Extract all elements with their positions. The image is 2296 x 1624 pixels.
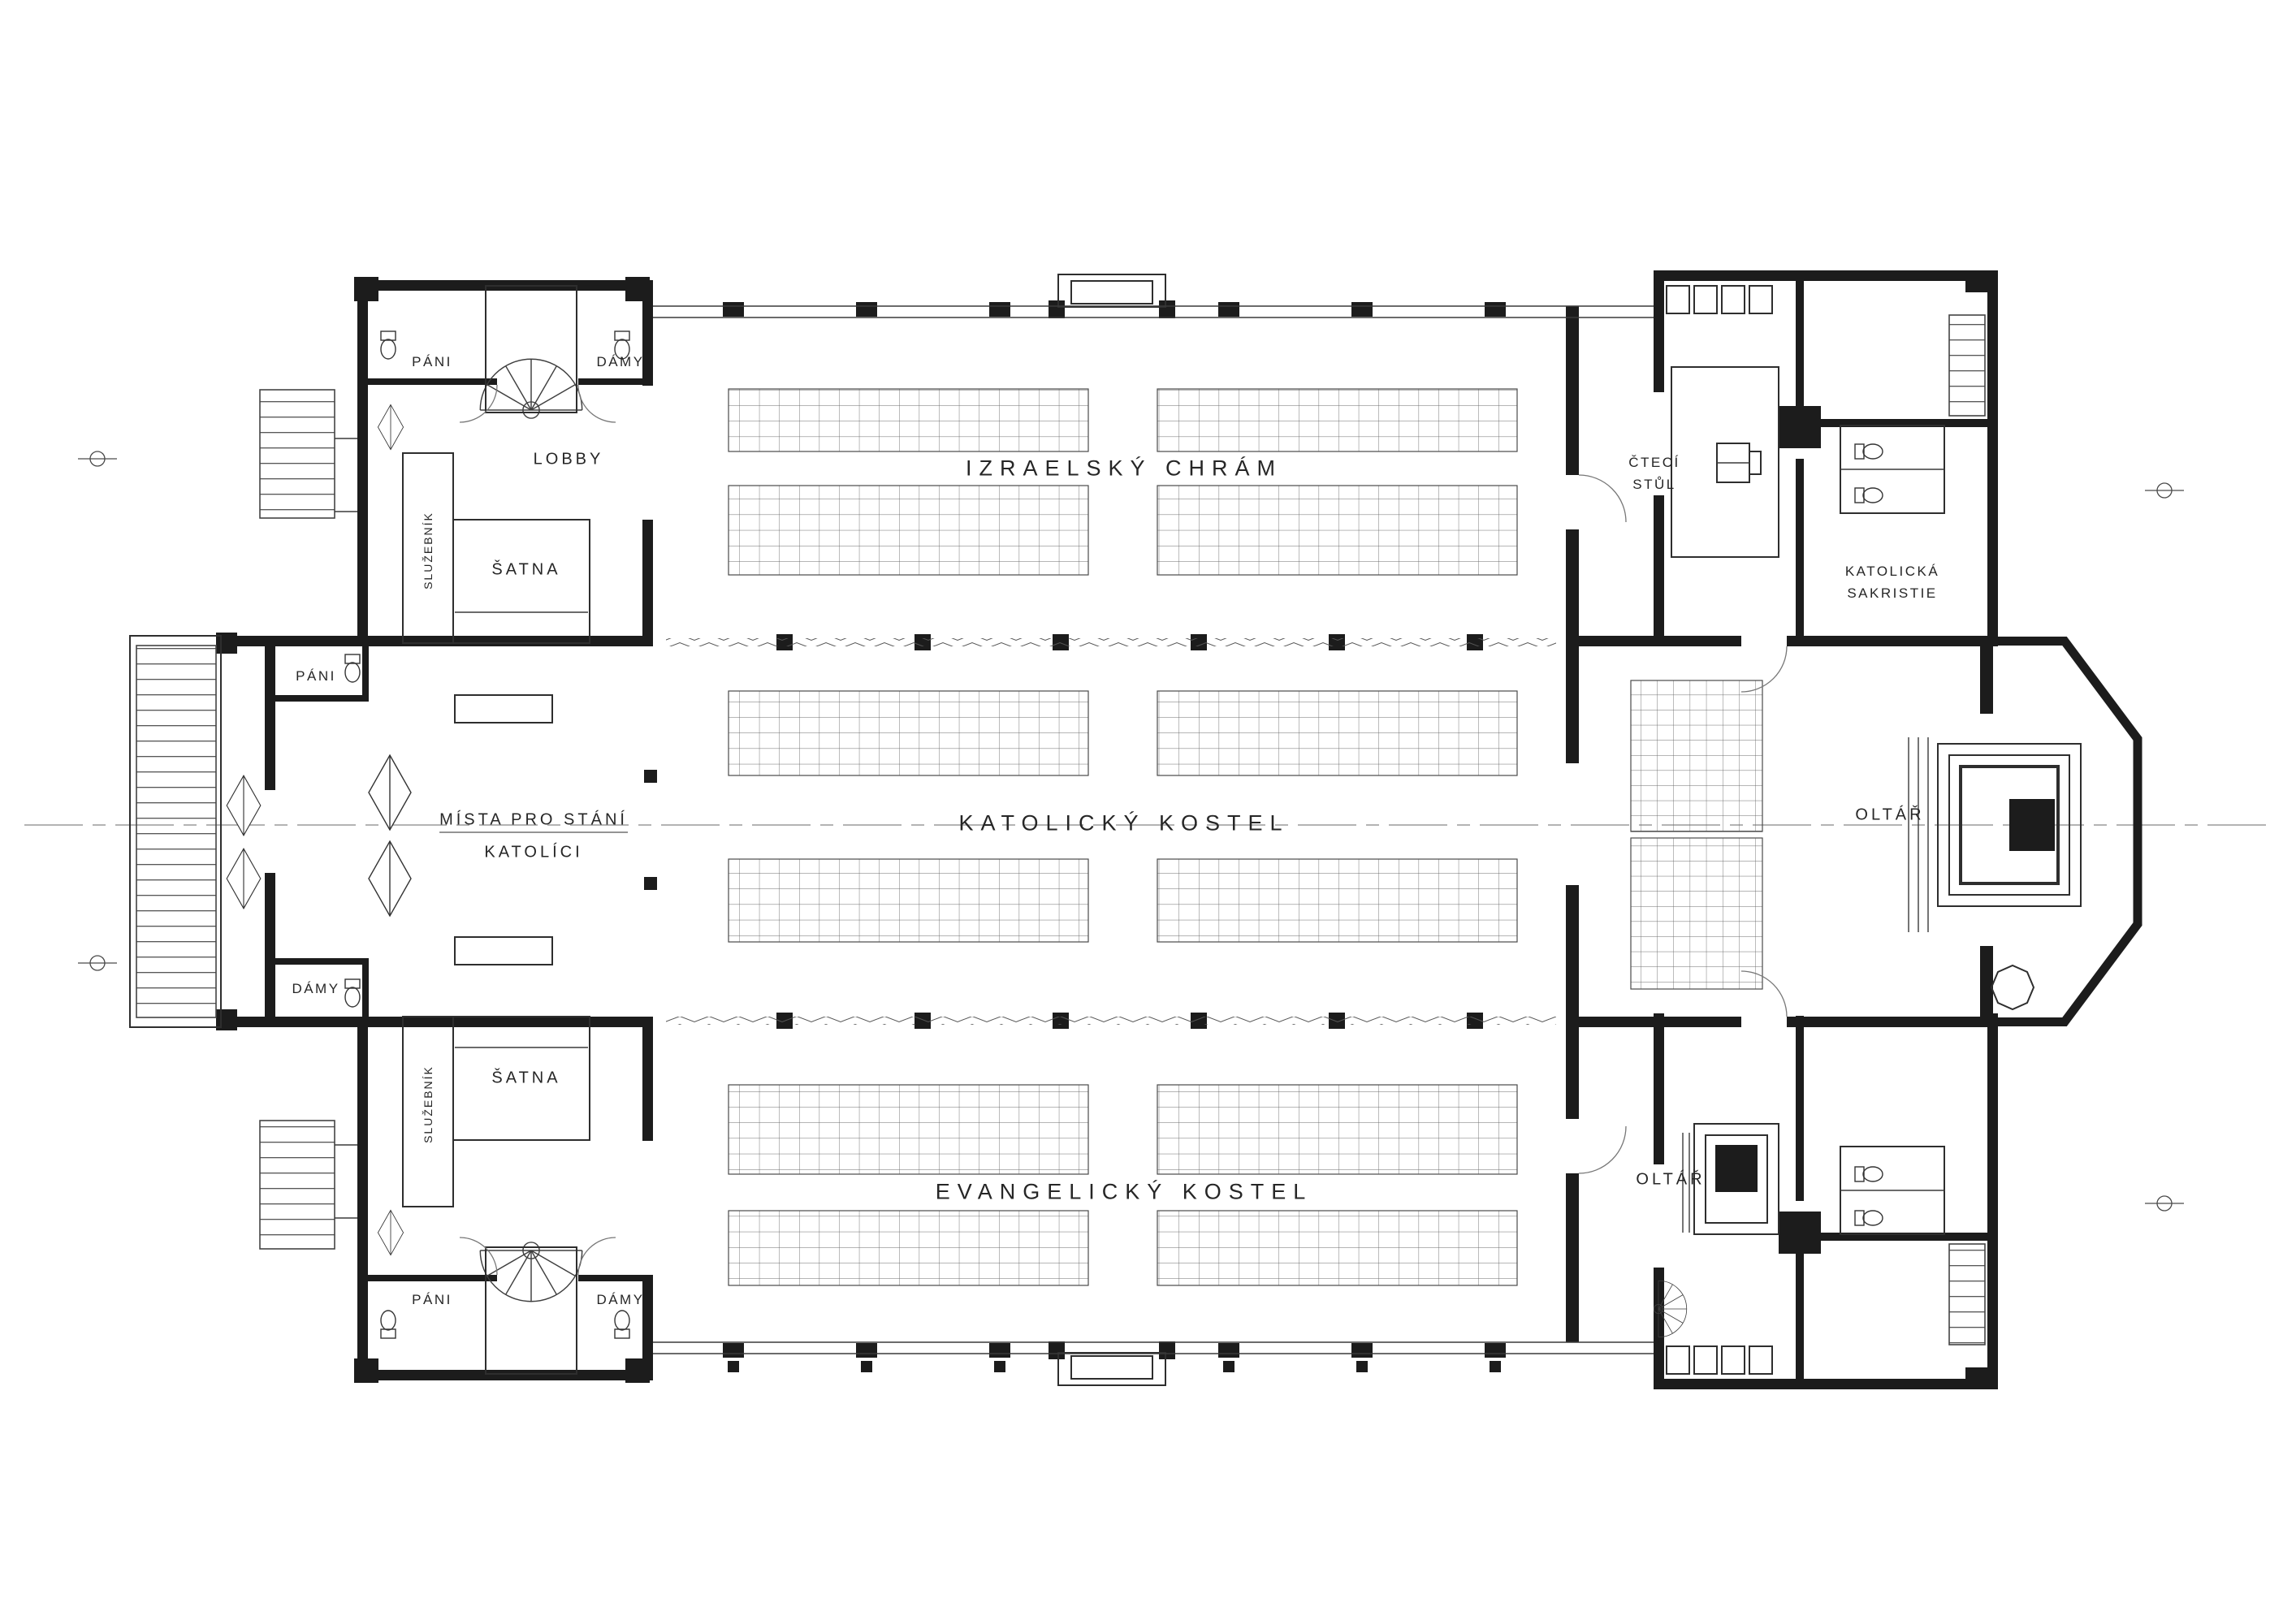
altar-table (2009, 799, 2055, 851)
altar-evangelical (1693, 1123, 1779, 1235)
colonnade-break-lines (666, 638, 1556, 1025)
door-swing-icon (226, 848, 262, 909)
pew-block (1157, 388, 1518, 452)
toilet-icon (1854, 443, 1883, 460)
altar-blocks (1715, 799, 2055, 1192)
section-mark-icon (2144, 482, 2185, 499)
door-swing-icon (377, 404, 404, 451)
toilet-icon (344, 654, 361, 683)
pew-block (728, 1084, 1089, 1175)
toilet-icon (344, 978, 361, 1008)
toilet-icon (1854, 487, 1883, 503)
pew-grids (728, 388, 1763, 1286)
pew-block (728, 858, 1089, 943)
choir-grid (1630, 837, 1763, 990)
pew-block (728, 690, 1089, 776)
outer-walls (216, 270, 1998, 1389)
pew-block (1157, 690, 1518, 776)
apse-walls (1987, 637, 2143, 1026)
pew-block (1157, 1084, 1518, 1175)
reading-dais (1671, 366, 1779, 558)
sanitary-fixtures (344, 330, 1883, 1339)
spiral-stair-icon (479, 1242, 583, 1302)
door-arcs (459, 384, 1788, 1276)
door-swing-icon (368, 754, 412, 831)
door-swing-icon (368, 840, 412, 917)
pew-block (1157, 858, 1518, 943)
partition-walls (268, 378, 653, 1281)
room-outlines (129, 274, 2082, 1386)
spiral-stair-icon (479, 358, 583, 419)
survey-marks (77, 451, 2185, 1212)
altar-table (1715, 1145, 1758, 1192)
toilet-icon (1854, 1166, 1883, 1182)
pew-block (728, 485, 1089, 576)
door-swing-icon (226, 775, 262, 836)
toilet-icon (614, 330, 630, 360)
door-swing-icon (377, 1209, 404, 1256)
altar-platform (1937, 743, 2082, 907)
pew-block (728, 388, 1089, 452)
toilet-icon (1854, 1210, 1883, 1226)
toilet-icon (380, 1310, 396, 1339)
detail-lines (335, 305, 1944, 1354)
pew-block (728, 1210, 1089, 1286)
east-stair (1948, 314, 1986, 417)
stairs (136, 314, 1986, 1345)
toilet-icon (380, 330, 396, 360)
side-stair (259, 389, 335, 519)
section-mark-icon (77, 451, 118, 467)
east-stair (1948, 1243, 1986, 1345)
pew-block (1157, 1210, 1518, 1286)
section-mark-icon (77, 955, 118, 971)
font-octagon (1990, 964, 2035, 1011)
entrance-steps (136, 645, 217, 1018)
side-stair (259, 1120, 335, 1250)
choir-grid (1630, 680, 1763, 832)
toilet-icon (614, 1310, 630, 1339)
pew-block (1157, 485, 1518, 576)
section-mark-icon (2144, 1195, 2185, 1212)
